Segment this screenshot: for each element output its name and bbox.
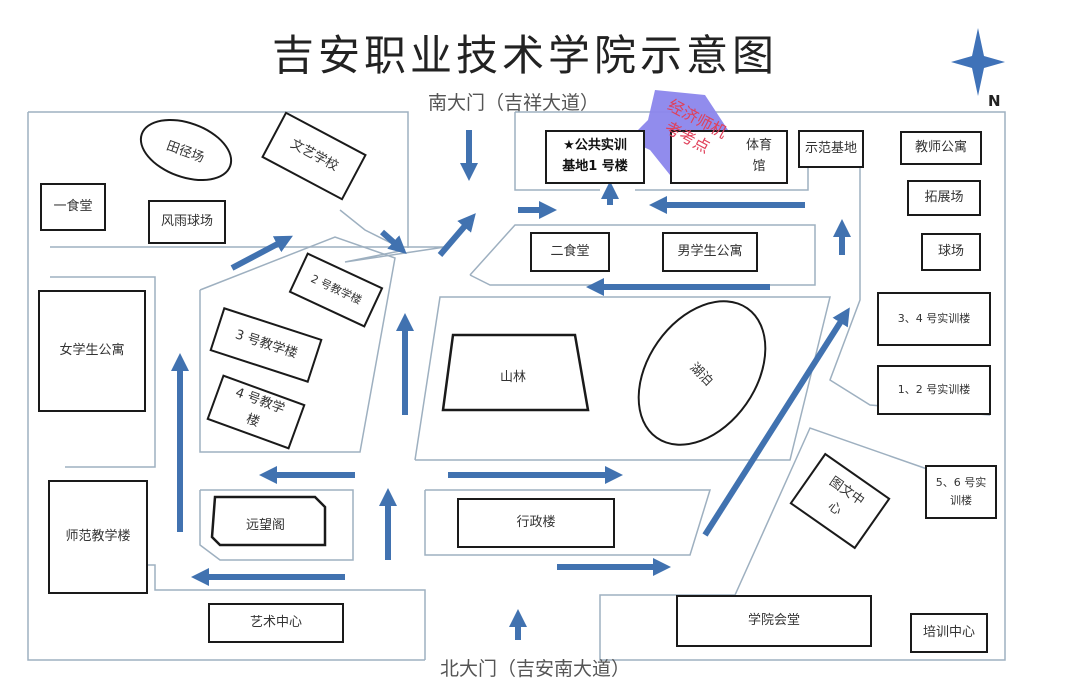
building-tiyuguan[interactable]: 体育 馆 [670,130,788,184]
building-fengyu[interactable]: 风雨球场 [148,200,226,244]
building-peixun[interactable]: 培训中心 [910,613,988,653]
compass-star-icon [951,28,1005,96]
building-jiaoshi[interactable]: 教师公寓 [900,131,982,165]
south-gate-label: 南大门（吉祥大道） [428,92,600,114]
building-nansheng[interactable]: 男学生公寓 [662,232,758,272]
building-shifan-base[interactable]: 示范基地 [798,130,864,168]
building-yishu[interactable]: 艺术中心 [208,603,344,643]
building-nvsheng[interactable]: 女学生公寓 [38,290,146,412]
building-label: 基地1 号楼 [562,159,628,174]
building-shixun56[interactable]: 5、6 号实 训楼 [925,465,997,519]
north-label: N [988,92,1001,110]
building-ershitang[interactable]: 二食堂 [530,232,610,272]
building-yishitang[interactable]: 一食堂 [40,183,106,231]
building-label: 馆 [752,159,766,174]
building-label: 5、6 号实 [935,476,987,490]
building-gonggong-shixun[interactable]: ★公共实训 基地1 号楼 [545,130,645,184]
building-xingzheng[interactable]: 行政楼 [457,498,615,548]
building-shixun34[interactable]: 3、4 号实训楼 [877,292,991,346]
map-title: 吉安职业技术学院示意图 [271,31,778,80]
building-label: ★公共实训 [563,138,627,154]
traffic-arrows [171,130,851,640]
shanlin-shape [441,333,590,412]
north-gate-label: 北大门（吉安南大道） [440,658,631,680]
building-tuozhan[interactable]: 拓展场 [907,180,981,216]
building-huitang[interactable]: 学院会堂 [676,595,872,647]
building-shifan-jiaoxue[interactable]: 师范教学楼 [48,480,148,594]
building-yuanwang[interactable]: 远望阁 [246,518,286,533]
building-label: 训楼 [950,494,972,507]
building-label: 体育 [745,138,772,154]
building-qiuchang[interactable]: 球场 [921,233,981,271]
building-shixun12[interactable]: 1、2 号实训楼 [877,365,991,415]
yuanwang-shape [210,495,327,547]
building-label: 楼 [244,411,262,431]
lake-label: 湖泊 [686,359,716,389]
shanlin-label[interactable]: 山林 [500,370,527,385]
